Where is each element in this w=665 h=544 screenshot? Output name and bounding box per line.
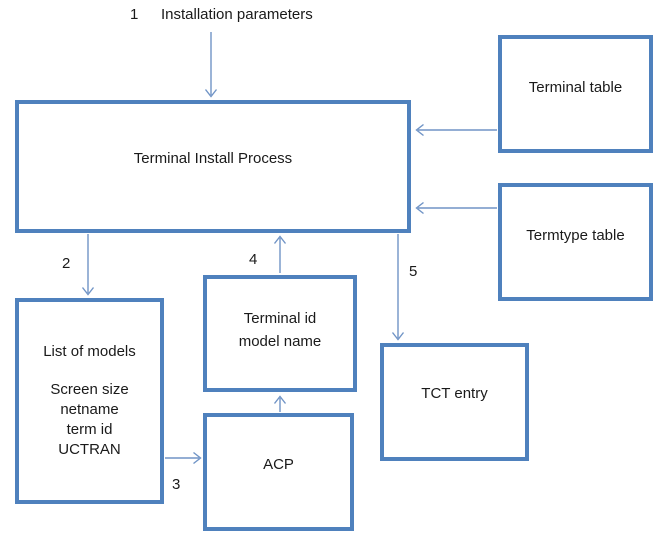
terminal-id-line1: Terminal id [243,309,317,327]
box-terminal-install-process: Terminal Install Process [15,100,411,233]
arrow-terminal-id-to-main [273,235,287,273]
installation-parameters-label: Installation parameters [161,6,313,23]
list-of-models-title: List of models [43,343,136,360]
box-terminal-id-model-name: Terminal id model name [203,275,357,392]
arrow-terminal-table-to-main [415,123,497,137]
box-termtype-table-label: Termtype table [526,227,625,244]
step-number-5: 5 [409,263,418,280]
box-terminal-table-label: Terminal table [528,79,623,96]
terminal-id-line2: model name [238,332,322,350]
box-tct-entry: TCT entry [380,343,529,461]
box-tct-entry-label: TCT entry [421,385,488,402]
step-number-4: 4 [249,251,258,268]
arrow-termtype-table-to-main [415,201,497,215]
arrow-installation-to-main [204,32,218,98]
step-number-3: 3 [172,476,181,493]
arrow-acp-to-terminal-id [273,395,287,412]
box-acp-label: ACP [263,456,294,473]
box-acp: ACP [203,413,354,531]
arrow-list-models-to-acp [165,451,202,465]
arrow-main-to-tct [391,234,405,341]
box-list-of-models: List of models Screen size netname term … [15,298,164,504]
box-terminal-install-process-label: Terminal Install Process [133,149,293,167]
arrow-main-to-list-models [81,234,95,296]
step-number-1: 1 [130,6,139,23]
step-number-2: 2 [62,255,71,272]
list-of-models-line-uctran: UCTRAN [58,441,121,458]
list-of-models-line-netname: netname [60,401,119,418]
box-termtype-table: Termtype table [498,183,653,301]
list-of-models-line-term-id: term id [66,421,113,438]
list-of-models-line-screen-size: Screen size [50,381,129,398]
box-terminal-table: Terminal table [498,35,653,153]
